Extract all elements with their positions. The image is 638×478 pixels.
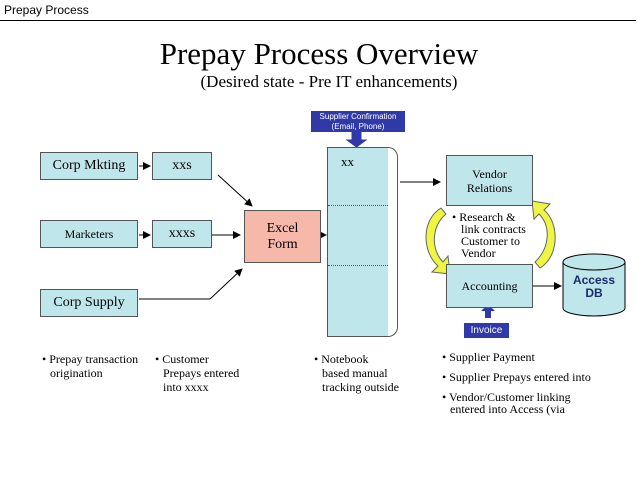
xxs-box: xxs [152,152,212,180]
bullet-dot: • [442,350,447,364]
notebook-label: xx [341,154,354,169]
bullet-line: origination [50,366,103,380]
research-line: Customer to [461,234,520,248]
corp-supply-box: Corp Supply [40,289,138,317]
bullet-line: Customer [162,352,209,366]
bullet-line: Vendor/Customer linking [449,390,571,404]
cycle-arrow-right [531,200,556,269]
arrow-corpsupply-excel-diag [209,268,243,300]
bullet-line: into xxxx [163,380,209,394]
bullet-line: Supplier Prepays entered into [449,370,591,384]
access-db-line2: DB [585,286,603,300]
marketers-box: Marketers [40,220,138,248]
research-line: link contracts [461,222,526,236]
vendor-relations-box: Vendor Relations [446,155,533,206]
xxxs-box: xxxs [152,220,212,248]
vendor-relations-line2: Relations [466,180,513,195]
bullet-line: Prepay transaction [49,352,139,366]
bullet-line: Supplier Payment [449,350,535,364]
header-divider [0,20,636,21]
access-db-label: Access DB [563,274,625,300]
bullet-dot: • [442,390,447,404]
bullet-dot: • [442,370,447,384]
excel-form-line1: Excel [266,220,299,236]
research-line: Research & [459,210,516,224]
vendor-relations-line1: Vendor [472,166,507,181]
notebook-divider [328,205,388,206]
access-db-line1: Access [572,273,616,287]
bullet-col3: • Notebook based manual tracking outside [314,352,399,394]
research-note: • Research & link contracts Customer to … [452,211,526,259]
bullet-col1: • Prepay transaction origination [42,352,138,380]
notebook-divider [328,265,388,266]
invoice-tag: Invoice [464,323,509,338]
accounting-box: Accounting [446,264,533,308]
bullet-col4: • Supplier Payment • Supplier Prepays en… [442,350,591,415]
excel-form-line2: Form [267,236,298,252]
bullet-dot: • [42,352,47,366]
excel-form-box: Excel Form [244,210,321,263]
notebook-binding [388,147,398,337]
research-line: Vendor [461,246,496,260]
bullet-dot: • [314,352,319,366]
page-subtitle: (Desired state - Pre IT enhancements) [200,72,458,91]
supplier-confirmation-arrow [345,131,368,148]
bullet-col2: • Customer Prepays entered into xxxx [155,352,239,394]
bullet-line: entered into Access (via [450,402,565,416]
supplier-confirmation-line1: Supplier Confirmation [319,111,397,121]
notebook-tracking-panel: xx [327,147,389,337]
supplier-confirmation-line2: (Email, Phone) [331,121,385,131]
bullet-dot: • [452,210,457,224]
corp-mkting-box: Corp Mkting [40,152,138,180]
arrow-xxs-excel [217,174,253,207]
bullet-line: Prepays entered [163,366,240,380]
bullet-line: tracking outside [322,380,399,394]
header-label: Prepay Process [4,3,89,17]
bullet-line: based manual [322,366,388,380]
supplier-confirmation-tag: Supplier Confirmation (Email, Phone) [311,111,405,132]
access-db-cylinder [562,253,626,317]
bullet-dot: • [155,352,160,366]
page-title: Prepay Process Overview [159,36,479,71]
bullet-line: Notebook [321,352,369,366]
